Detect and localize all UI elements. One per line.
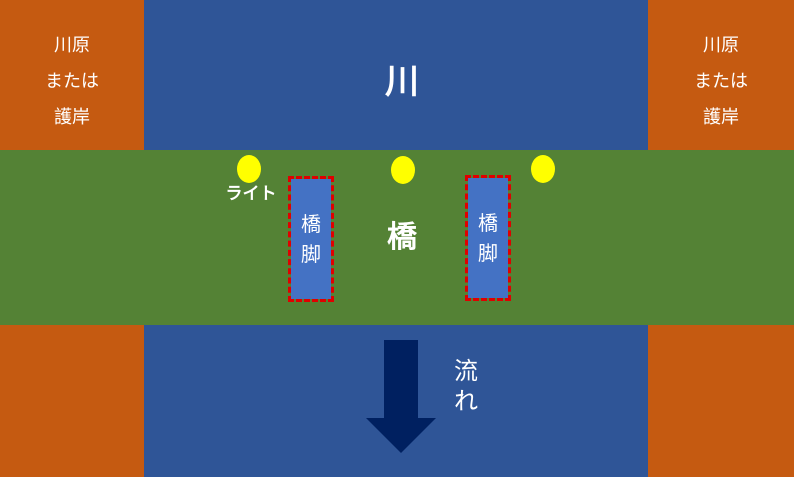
bank-bottom-left: [0, 325, 144, 477]
bridge-label: 橋: [387, 220, 417, 255]
pier-left-char1: 橋: [301, 212, 321, 236]
bank-label-right: 川原 または 護岸: [648, 28, 794, 136]
river-upstream: [144, 0, 648, 150]
flow-label: 流 れ: [446, 356, 486, 416]
flow-label-char1: 流: [454, 357, 478, 385]
pier-left-char2: 脚: [301, 242, 321, 266]
light-label: ライト: [225, 184, 277, 204]
bank-label-right-line3: 護岸: [703, 107, 739, 128]
bank-top-right: [648, 0, 794, 150]
light-center: [391, 156, 415, 184]
flow-label-char2: れ: [454, 387, 478, 415]
river-label: 川: [385, 62, 419, 102]
bank-label-left: 川原 または 護岸: [0, 28, 144, 136]
light-right: [531, 155, 555, 183]
bank-label-left-line1: 川原: [54, 35, 90, 56]
pier-right: 橋 脚: [465, 175, 511, 301]
pier-right-char1: 橋: [478, 211, 498, 235]
bank-bottom-right: [648, 325, 794, 477]
bank-label-right-line2: または: [694, 71, 748, 92]
bank-top-left: [0, 0, 144, 150]
pier-left: 橋 脚: [288, 176, 334, 302]
down-arrow-icon: [366, 340, 436, 453]
pier-right-char2: 脚: [478, 241, 498, 265]
bank-label-right-line1: 川原: [703, 35, 739, 56]
bank-label-left-line3: 護岸: [54, 107, 90, 128]
bank-label-left-line2: または: [45, 71, 99, 92]
light-left: [237, 155, 261, 183]
